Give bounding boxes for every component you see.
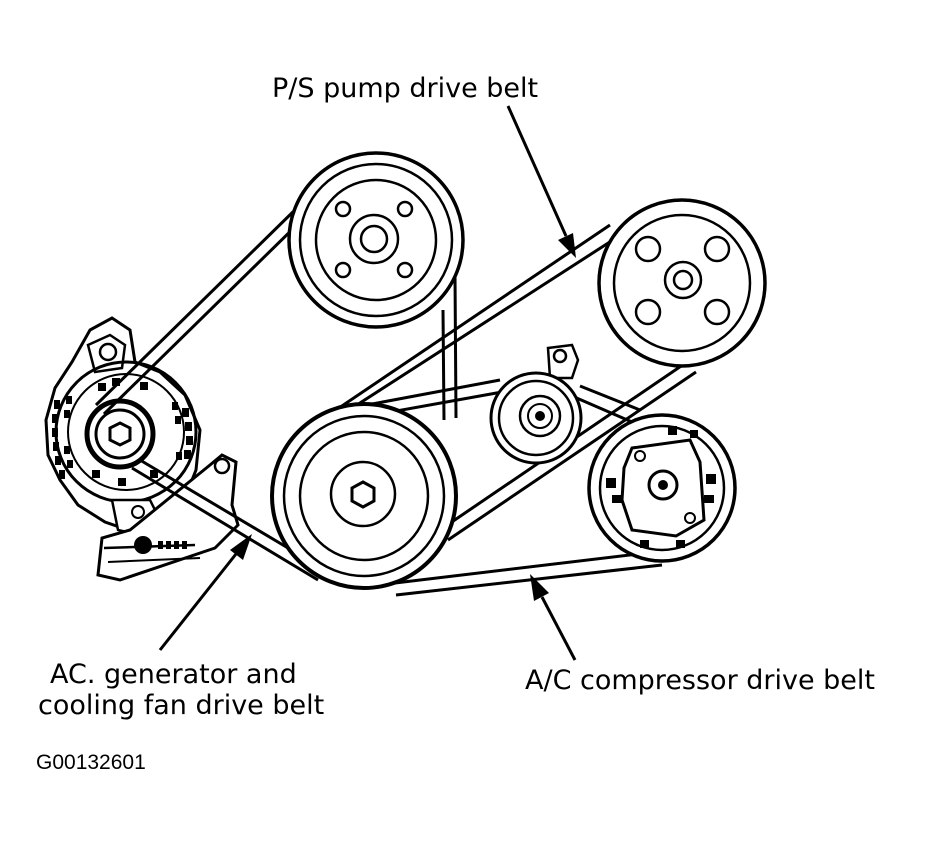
water-pump-pulley bbox=[287, 151, 465, 329]
ac-compressor bbox=[587, 413, 737, 563]
ac-compressor-belt-label: A/C compressor drive belt bbox=[525, 665, 876, 696]
figure-code: G00132601 bbox=[36, 751, 146, 774]
leader-arrows bbox=[158, 105, 577, 661]
ac-generator bbox=[44, 316, 240, 582]
ac-generator-belt-label-line2: cooling fan drive belt bbox=[38, 690, 325, 721]
belts bbox=[94, 203, 697, 597]
ps-pump-belt-label: P/S pump drive belt bbox=[272, 73, 539, 104]
idler-pulley bbox=[489, 343, 583, 465]
ac-generator-belt-label-line1: AC. generator and bbox=[50, 659, 297, 690]
ac-compressor-belt-arrow bbox=[530, 574, 577, 661]
ac-generator-belt-arrow bbox=[158, 534, 252, 651]
ps-pump-belt-arrow bbox=[506, 105, 576, 258]
ps-pump-pulley bbox=[597, 198, 767, 368]
crankshaft-pulley bbox=[270, 402, 458, 590]
